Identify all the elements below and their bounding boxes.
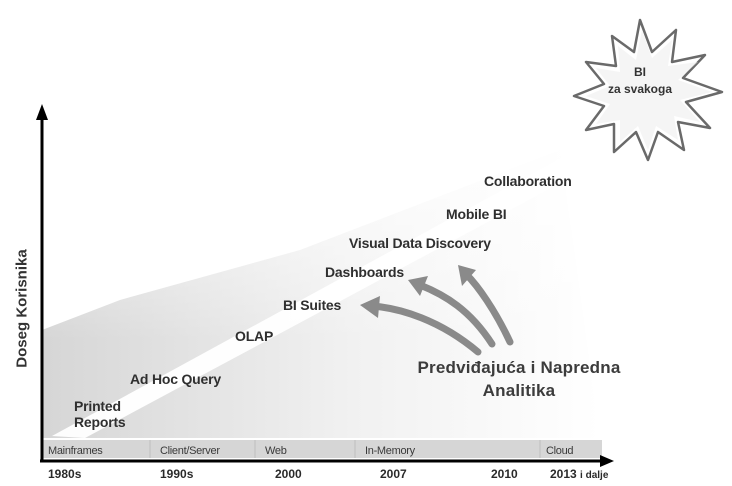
stage-dashboards: Dashboards — [325, 264, 404, 280]
stage-printed-reports: Printed Reports — [74, 398, 126, 430]
y-axis-arrow-icon — [36, 104, 48, 120]
stage-ad-hoc-query: Ad Hoc Query — [130, 371, 221, 387]
curved-arrow — [368, 302, 482, 356]
analytics-label: Predviđajuća i Napredna Analitika — [417, 358, 621, 400]
starburst-shadow — [586, 30, 712, 150]
stage-mobile-bi: Mobile BI — [446, 206, 507, 222]
era-in-memory: In-Memory — [365, 445, 415, 457]
year-2010: 2010 — [491, 467, 518, 481]
year-suffix: i dalje — [580, 470, 609, 481]
stage-collaboration: Collaboration — [484, 173, 572, 189]
curved-arrow — [462, 270, 514, 346]
y-axis-label: Doseg Korisnika — [13, 249, 31, 368]
x-axis-arrow-icon — [600, 455, 614, 467]
year-2000: 2000 — [275, 467, 302, 481]
era-client-server: Client/Server — [160, 445, 220, 457]
year-2013-value: 2013 — [550, 467, 577, 481]
shaded-fade — [40, 110, 660, 340]
stage-visual-data-discovery: Visual Data Discovery — [349, 235, 491, 251]
diagonal-ray — [52, 115, 650, 438]
year-1980s: 1980s — [48, 467, 82, 481]
curved-arrow-head-icon — [458, 265, 476, 286]
year-2007: 2007 — [380, 467, 407, 481]
era-web: Web — [265, 445, 287, 457]
year-2013: 2013 i dalje — [550, 467, 608, 481]
curved-arrow-head-icon — [408, 276, 428, 296]
stage-olap: OLAP — [235, 328, 274, 344]
curved-arrow — [416, 281, 496, 348]
era-band — [42, 440, 602, 458]
year-1990s: 1990s — [160, 467, 194, 481]
era-cloud: Cloud — [546, 445, 574, 457]
starburst-label: BI za svakoga — [607, 65, 673, 96]
era-mainframes: Mainframes — [48, 445, 103, 457]
curved-arrow-head-icon — [360, 296, 380, 318]
stage-bi-suites: BI Suites — [283, 297, 342, 313]
